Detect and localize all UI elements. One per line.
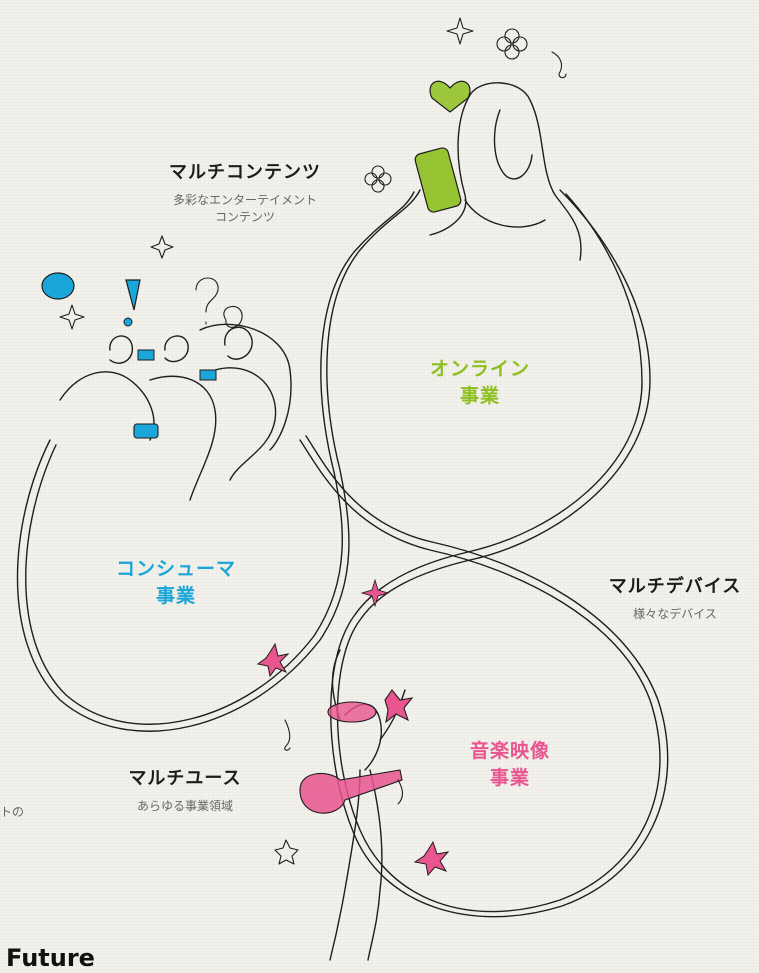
multi-contents-sub-line1: 多彩なエンターテイメント [172, 193, 317, 207]
label-multi-use: マルチユース あらゆる事業領域 [100, 764, 270, 815]
blue-blob-icon [41, 272, 75, 300]
clover-icon [371, 165, 385, 179]
music-note-icon [397, 779, 404, 805]
star-icon [384, 689, 414, 724]
sparkle-icon [59, 304, 85, 330]
console-icon [133, 423, 159, 439]
sparkle-icon [446, 17, 474, 45]
device-icon [137, 349, 155, 361]
bottom-fragment: Future [6, 944, 95, 972]
people-figures [59, 323, 292, 501]
multi-device-sub: 様々なデバイス [633, 607, 717, 621]
loop-line [16, 189, 661, 913]
exclamation-dot [123, 317, 133, 327]
question-icon [195, 277, 219, 325]
business-consumer: コンシューマ 事業 [96, 556, 256, 610]
multi-use-title: マルチユース [128, 768, 242, 789]
squiggle-icon [223, 305, 243, 328]
multi-contents-sub-line2: コンテンツ [214, 210, 275, 224]
woman-figure [429, 82, 582, 261]
heart-icon [429, 80, 471, 113]
music-note-icon [551, 51, 567, 79]
multi-device-title: マルチデバイス [608, 576, 742, 597]
hat-icon [327, 701, 377, 723]
sparkle-icon [150, 235, 174, 259]
device-icon [199, 369, 217, 381]
business-consumer-line1: コンシューマ [115, 558, 236, 580]
phone-icon [414, 147, 462, 213]
loop-line-inner [25, 191, 669, 918]
business-music-video-line1: 音楽映像 [469, 740, 550, 762]
clover-icon [504, 28, 520, 44]
guitar-icon [299, 769, 403, 814]
burst-icon [413, 840, 450, 877]
exclamation-icon [125, 279, 141, 311]
guitarist-figure [329, 649, 406, 961]
multi-contents-sub: 多彩なエンターテイメント コンテンツ [140, 192, 350, 226]
business-music-video: 音楽映像 事業 [440, 738, 580, 792]
business-online: オンライン 事業 [420, 356, 540, 410]
multi-contents-title: マルチコンテンツ [169, 162, 321, 183]
business-consumer-line2: 事業 [155, 585, 196, 607]
left-edge-fragment: トの [0, 805, 25, 819]
business-music-video-line2: 事業 [489, 767, 530, 789]
business-online-line2: 事業 [459, 385, 500, 407]
accents [41, 80, 471, 877]
sparkle-icon [360, 578, 390, 608]
label-multi-device: マルチデバイス 様々なデバイス [590, 572, 759, 623]
label-multi-contents: マルチコンテンツ 多彩なエンターテイメント コンテンツ [140, 158, 350, 226]
multi-use-sub: あらゆる事業領域 [136, 799, 233, 813]
star-outline-icon [274, 839, 299, 865]
music-note-icon [284, 719, 291, 751]
burst-icon [256, 642, 290, 678]
business-online-line1: オンライン [429, 358, 530, 380]
